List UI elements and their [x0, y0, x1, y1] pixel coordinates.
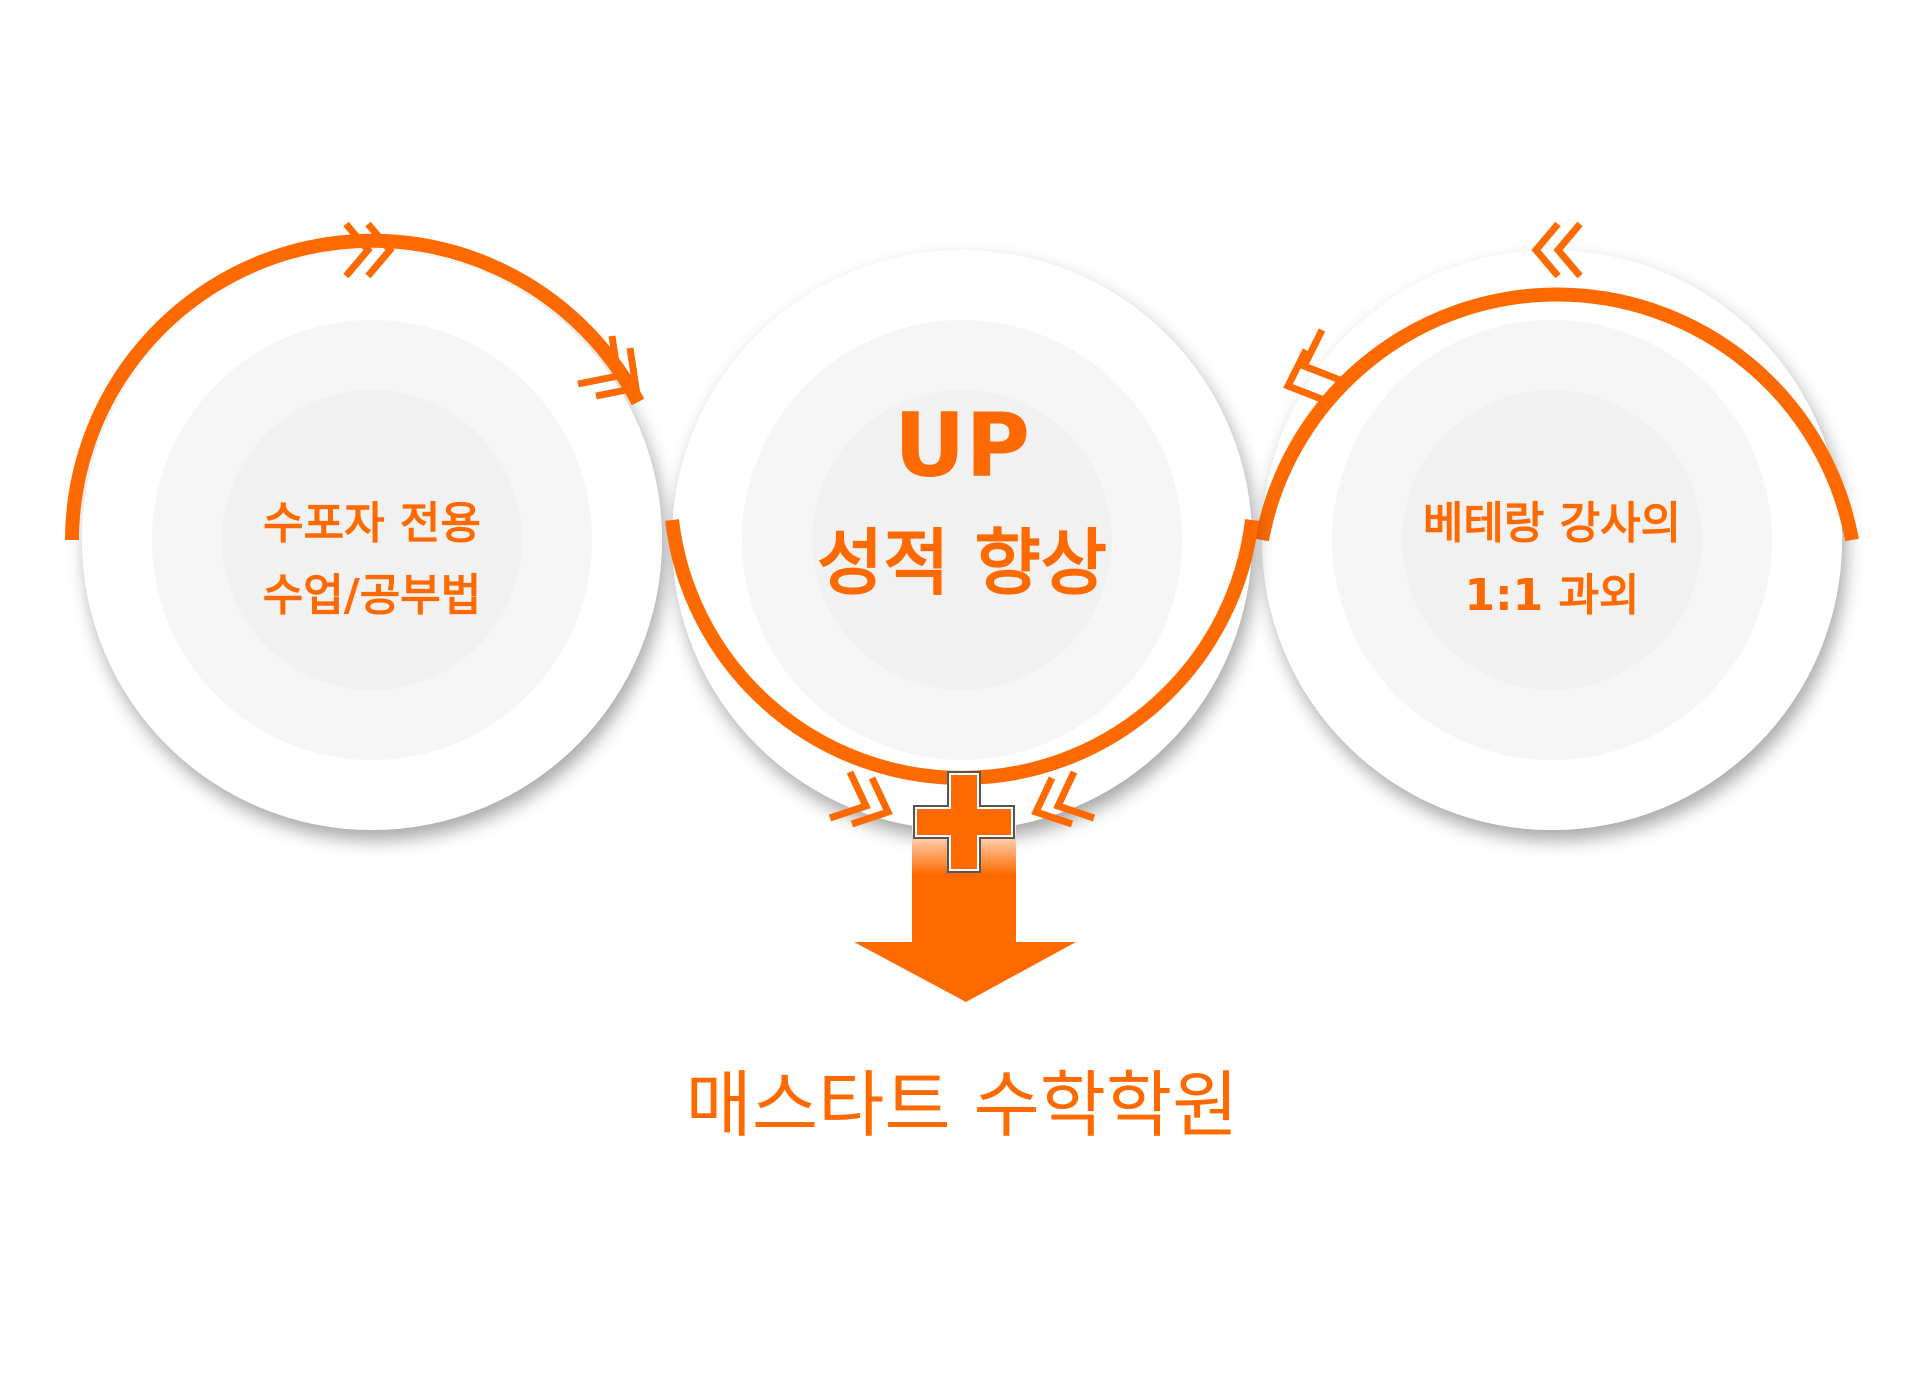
- right-circle-arc: [1255, 287, 1859, 542]
- left-circle-line1: 수포자 전용: [263, 498, 481, 549]
- plus-icon: [913, 771, 1015, 873]
- left-arrow-mark-side: [577, 335, 640, 400]
- left-circle: 수포자 전용 수업/공부법: [65, 221, 662, 830]
- center-arrow-mark-left: [828, 770, 893, 828]
- center-circle: UP 성적 향상: [665, 250, 1259, 830]
- center-circle-core: [812, 390, 1112, 690]
- left-arrow-mark-top: [343, 221, 395, 279]
- center-arrow-mark-right: [1031, 770, 1096, 828]
- result-label: 매스타트 수학학원: [686, 1063, 1239, 1147]
- right-circle-line2: 1:1 과외: [1464, 570, 1639, 621]
- arrow-head: [854, 942, 1076, 1002]
- right-circle: 베테랑 강사의 1:1 과외: [1255, 221, 1859, 830]
- left-circle-arc: [65, 233, 645, 541]
- right-arrow-mark-side: [1283, 328, 1342, 404]
- left-circle-line2: 수업/공부법: [263, 570, 481, 621]
- center-circle-line1: 성적 향상: [817, 521, 1107, 605]
- left-circle-core: [222, 390, 522, 690]
- down-arrow-icon: [854, 820, 1076, 1002]
- plus-fill: [915, 773, 1013, 871]
- center-headline: UP: [894, 394, 1030, 497]
- right-arrow-mark-top: [1531, 221, 1583, 279]
- right-circle-line1: 베테랑 강사의: [1423, 498, 1681, 549]
- right-circle-core: [1402, 390, 1702, 690]
